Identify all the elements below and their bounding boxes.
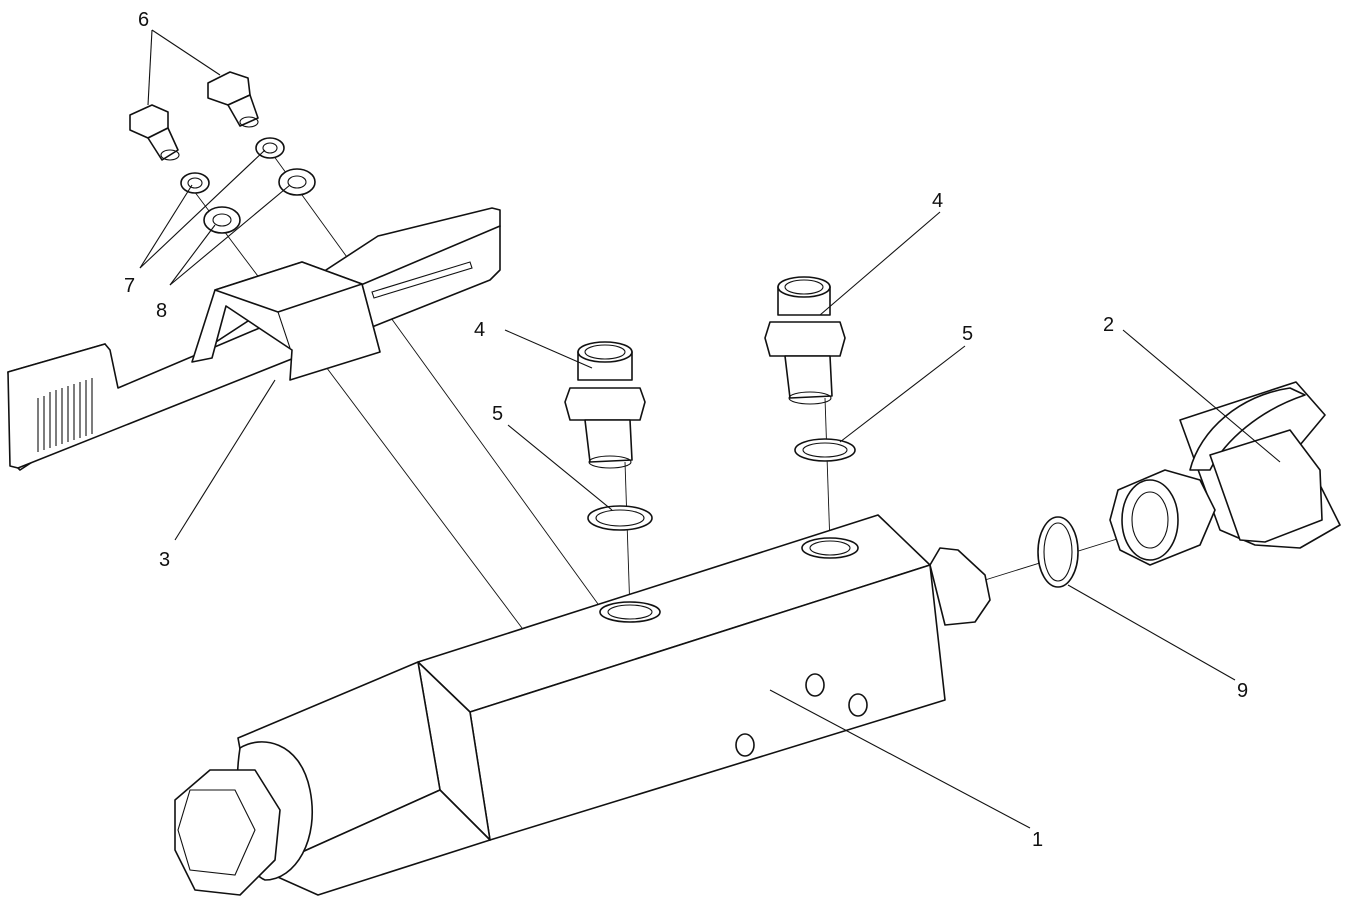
bolt-part-6-left [129,104,180,161]
callout-2: 2 [1103,314,1114,336]
leader-lines [139,29,1281,829]
flat-washer-part-8-right [278,168,316,196]
main-body-part-1 [174,514,991,896]
callout-6: 6 [138,9,149,31]
bolt-part-6-right [207,71,259,128]
spring-washer-part-7-right [255,137,285,159]
callout-9: 9 [1237,680,1248,702]
bracket-slots [37,378,93,452]
callout-5-right: 5 [962,323,973,345]
bracket-part-3 [7,207,501,471]
spring-washer-part-7-left [180,172,210,194]
callout-4-right: 4 [932,190,943,212]
flat-washer-part-8-left [203,206,241,234]
callout-8: 8 [156,300,167,322]
callout-7: 7 [124,275,135,297]
callout-5-left: 5 [492,403,503,425]
fitting-part-4-left [564,341,646,469]
fitting-part-4-right [764,276,846,405]
coupling-part-2 [1109,381,1341,566]
seal-washer-part-5-right [794,438,856,462]
seal-washer-part-5-left [587,505,653,531]
assembly-axis-lines [187,147,1131,629]
callout-1: 1 [1032,829,1043,851]
o-ring-part-9 [1037,516,1079,588]
callout-4-left: 4 [474,319,485,341]
callout-3: 3 [159,549,170,571]
callouts: 1 2 3 4 4 5 5 6 7 8 9 [124,9,1248,851]
